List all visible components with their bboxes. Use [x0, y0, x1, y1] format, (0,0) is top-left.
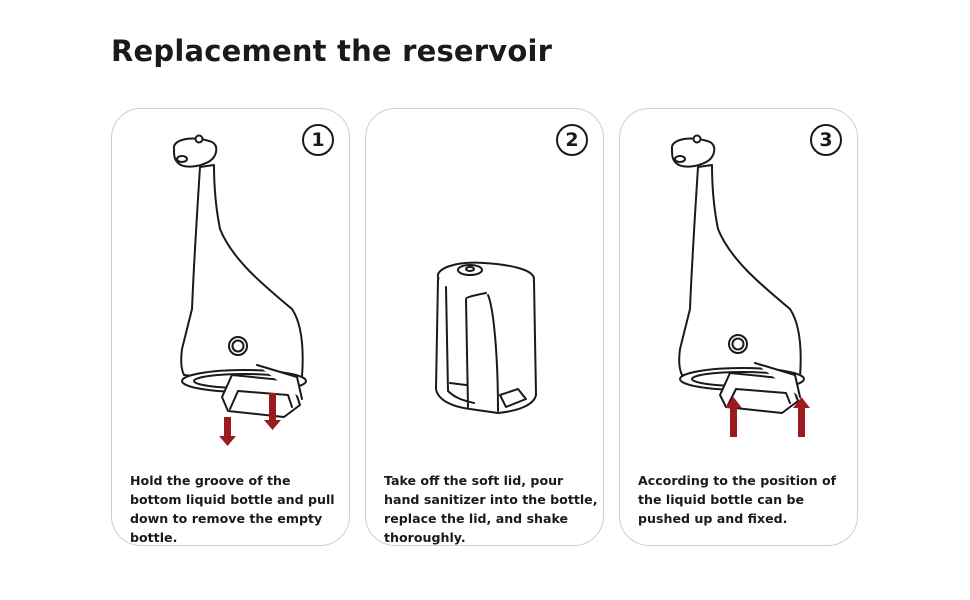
dispenser-push-up-illustration [670, 134, 810, 437]
step-card-2: 2 Take off the soft lid, pour hand sanit… [365, 108, 604, 546]
step-number-badge: 3 [810, 124, 842, 156]
step-number-badge: 1 [302, 124, 334, 156]
page-title: Replacement the reservoir [111, 34, 553, 68]
liquid-bottle-illustration [435, 261, 537, 414]
dispenser-pull-down-illustration [172, 134, 307, 446]
step-card-1: 1 Hold the groove of the bo [111, 108, 350, 546]
step-number-badge: 2 [556, 124, 588, 156]
step-card-3: 3 According to the position [619, 108, 858, 546]
step-caption: Take off the soft lid, pour hand sanitiz… [384, 473, 598, 545]
step-caption: Hold the groove of the bottom liquid bot… [130, 473, 335, 545]
step-caption: According to the position of the liquid … [638, 473, 837, 526]
